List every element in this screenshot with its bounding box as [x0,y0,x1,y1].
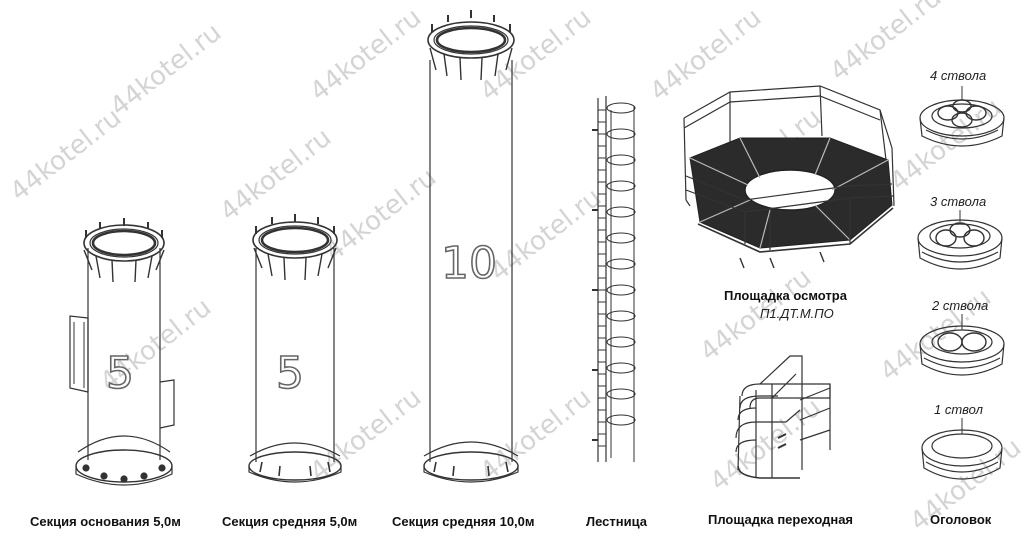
ladder-safety-hoop [606,310,636,322]
ladder-label: Лестница [586,514,648,529]
headpiece-4-trunks-drawing [919,86,1005,147]
ladder-safety-hoop [606,206,636,218]
ladder-safety-hoop [606,102,636,114]
ladder-safety-hoop [606,414,636,426]
headpiece-variant-1-label: 1 ствол [934,402,983,417]
middle-section-5-label: Секция средняя 5,0м [222,514,358,529]
ladder-safety-hoop [606,362,636,374]
headpiece-variant-2-label: 2 ствола [932,298,989,313]
ladder-safety-hoop [606,180,636,192]
ladder-safety-hoop [606,284,636,296]
inspection-platform-code: П1.ДТ.М.ПО [760,306,834,321]
base-section-number: 5 [106,348,134,399]
transition-platform-label: Площадка переходная [708,512,854,527]
ladder-safety-hoop [606,128,636,140]
headpiece-2-trunks-drawing [919,314,1005,376]
headpiece-label: Оголовок [930,512,992,527]
ladder-safety-hoop [606,154,636,166]
headpiece-1-trunk-drawing [921,418,1003,480]
middle-section-10-drawing: 10 [423,10,519,483]
ladder-safety-hoop [606,232,636,244]
inspection-platform-label: Площадка осмотра [724,288,847,303]
middle-section-10-number: 10 [441,238,497,289]
middle-section-5-number: 5 [276,348,304,399]
headpiece-variant-4-label: 4 ствола [930,68,987,83]
ladder-drawing [592,96,636,462]
inspection-platform-drawing [683,85,895,269]
base-section-label: Секция основания 5,0м [30,514,181,529]
middle-section-10-label: Секция средняя 10,0м [392,514,535,529]
ladder-safety-hoop [606,258,636,270]
headpiece-variant-3-label: 3 ствола [930,194,987,209]
base-section-drawing: 5 [69,218,175,486]
ladder-safety-hoop [606,388,636,400]
transition-platform-drawing [735,355,831,479]
headpiece-3-trunks-drawing [917,210,1003,270]
middle-section-5-drawing: 5 [248,214,342,483]
ladder-safety-hoop [606,336,636,348]
